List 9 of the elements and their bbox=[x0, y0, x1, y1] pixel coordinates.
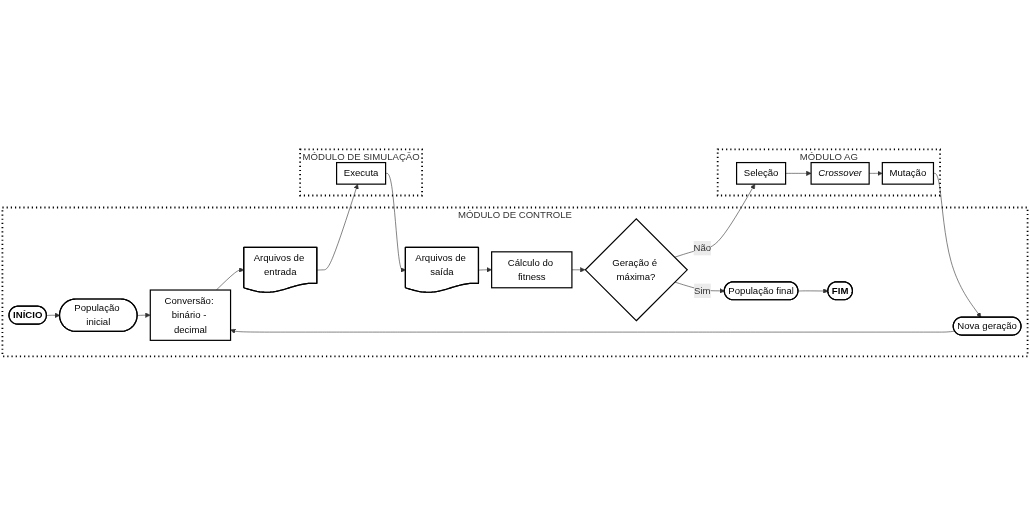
node-box: Cálculo do fitness bbox=[491, 251, 573, 289]
node-box: Crossover bbox=[810, 162, 870, 185]
node-box: Executa bbox=[336, 162, 387, 185]
node-box: Seleção bbox=[736, 162, 787, 185]
edge-label: Sim bbox=[694, 285, 711, 296]
node-box: Mutação bbox=[881, 162, 935, 185]
edge-label: Não bbox=[693, 242, 712, 254]
node-diamond: Geração é máxima? bbox=[584, 218, 689, 322]
node-box: Conversão: binário - decimal bbox=[149, 289, 232, 342]
